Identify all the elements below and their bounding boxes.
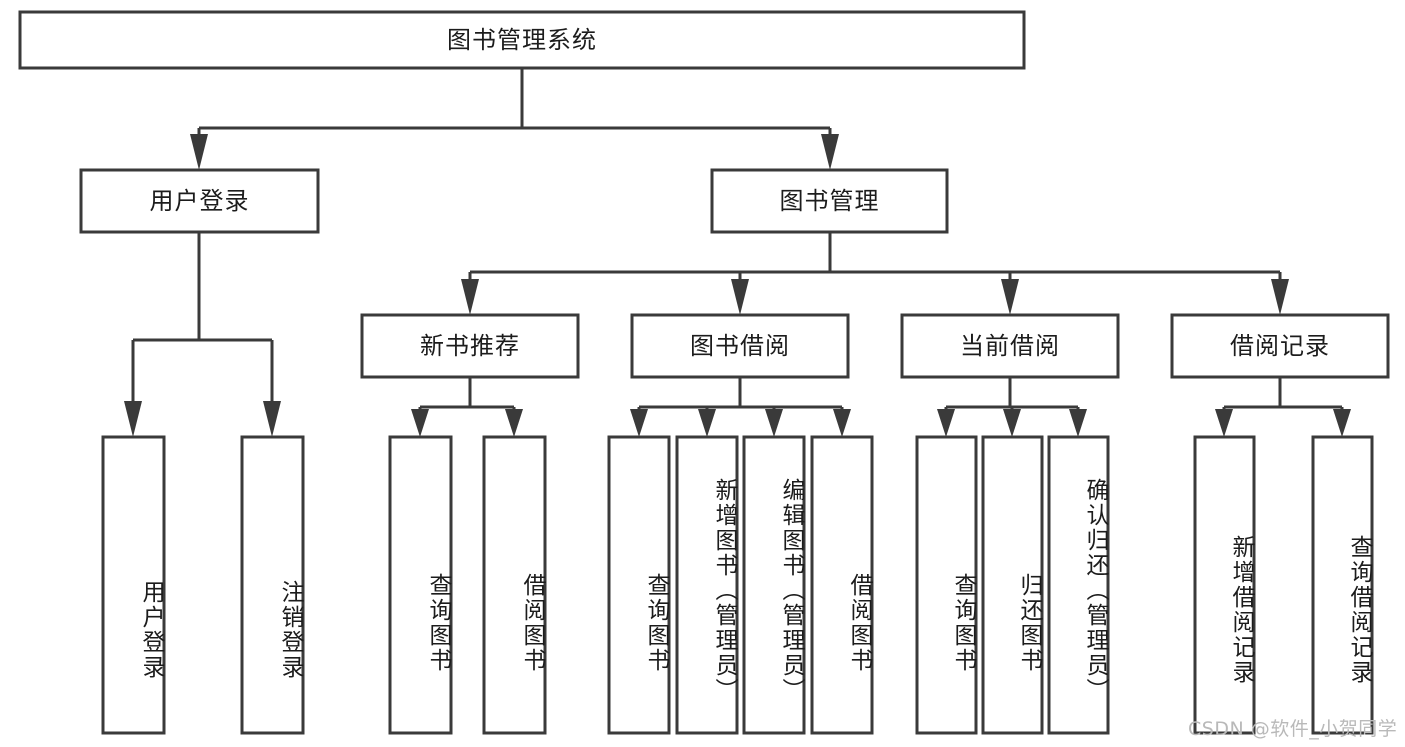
arrow-head-borrow-record <box>1271 279 1289 315</box>
arrow-head-user-login <box>190 134 208 170</box>
node-box-new-book-recommend[interactable] <box>360 313 580 379</box>
arrow-head-leaf-confirm-return <box>1069 409 1087 437</box>
connector-bookborrow-to-leaves <box>630 377 851 437</box>
connector-userlogin-to-leaves <box>124 232 281 437</box>
arrow-head-leaf-query-book-2 <box>630 409 648 437</box>
node-box-leaf-query-book-2[interactable] <box>607 435 671 735</box>
arrow-head-leaf-query-book-1 <box>411 409 429 437</box>
arrow-head-leaf-add-borrow-record <box>1215 409 1233 437</box>
node-boxes <box>18 10 1390 735</box>
node-box-user-login[interactable] <box>79 168 320 234</box>
arrow-head-leaf-borrow-book-1 <box>505 409 523 437</box>
connector-newbook-to-leaves <box>411 377 523 437</box>
node-box-leaf-borrow-book-1[interactable] <box>482 435 547 735</box>
connector-root-to-level2 <box>190 68 839 170</box>
connector-bookmanagement-to-level3 <box>461 232 1289 315</box>
node-box-leaf-query-book-1[interactable] <box>388 435 453 735</box>
csdn-watermark: CSDN @软件_小贺同学 <box>1188 718 1398 740</box>
node-box-borrow-record[interactable] <box>1170 313 1390 379</box>
arrow-head-leaf-borrow-book-2 <box>833 409 851 437</box>
node-box-leaf-borrow-book-2[interactable] <box>810 435 874 735</box>
arrow-head-leaf-edit-book <box>765 409 783 437</box>
node-box-leaf-user-login[interactable] <box>101 435 166 735</box>
node-box-leaf-user-logout[interactable] <box>240 435 305 735</box>
arrow-head-book-borrow <box>731 279 749 315</box>
node-box-book-borrow[interactable] <box>630 313 850 379</box>
node-box-leaf-query-book-3[interactable] <box>915 435 978 735</box>
arrow-head-leaf-user-login <box>124 401 142 437</box>
node-box-leaf-confirm-return[interactable] <box>1047 435 1110 735</box>
arrow-head-leaf-add-book <box>698 409 716 437</box>
connector-borrowrecord-to-leaves <box>1215 377 1351 437</box>
arrow-head-current-borrow <box>1001 279 1019 315</box>
arrow-head-leaf-user-logout <box>263 401 281 437</box>
arrow-head-leaf-return-book <box>1003 409 1021 437</box>
node-box-leaf-return-book[interactable] <box>981 435 1044 735</box>
arrow-head-leaf-query-book-3 <box>937 409 955 437</box>
node-box-leaf-add-borrow-record[interactable] <box>1193 435 1256 735</box>
node-box-leaf-edit-book[interactable] <box>742 435 806 735</box>
arrow-head-book-management <box>821 134 839 170</box>
node-box-book-management[interactable] <box>710 168 949 234</box>
connector-currentborrow-to-leaves <box>937 377 1087 437</box>
arrow-head-leaf-query-borrow-record <box>1333 409 1351 437</box>
arrow-head-new-book-recommend <box>461 279 479 315</box>
node-box-current-borrow[interactable] <box>900 313 1120 379</box>
node-box-leaf-add-book[interactable] <box>675 435 739 735</box>
node-box-leaf-query-borrow-record[interactable] <box>1311 435 1374 735</box>
node-box-root[interactable] <box>18 10 1026 70</box>
